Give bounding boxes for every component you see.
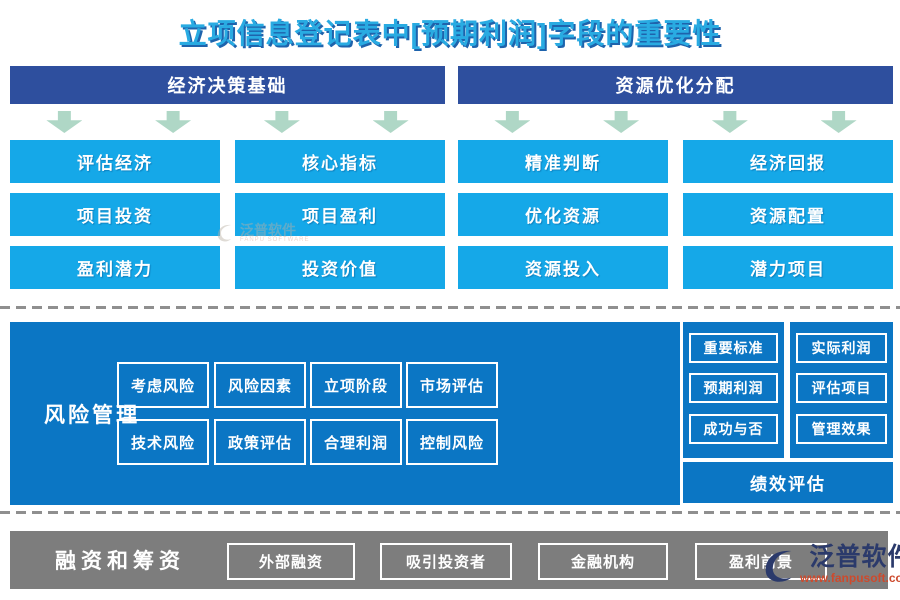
watermark-bottom-right: 泛普软件 www.fanpusoft.com — [758, 543, 900, 586]
down-arrow-icon — [820, 111, 857, 133]
decision-box: 项目投资 — [10, 193, 220, 236]
risk-box: 技术风险 — [117, 419, 209, 465]
criteria-panel-right: 实际利润 评估项目 管理效果 — [790, 322, 893, 458]
decision-box: 盈利潜力 — [10, 246, 220, 289]
financing-box: 吸引投资者 — [380, 543, 512, 580]
risk-box: 市场评估 — [406, 362, 498, 408]
performance-evaluation-bar: 绩效评估 — [683, 462, 893, 503]
resource-box: 优化资源 — [458, 193, 668, 236]
resource-box: 精准判断 — [458, 140, 668, 183]
criteria-box: 评估项目 — [796, 373, 887, 403]
down-arrow-icon — [372, 111, 409, 133]
down-arrow-icon — [711, 111, 748, 133]
arrow-row-right — [458, 111, 893, 135]
risk-box: 风险因素 — [214, 362, 306, 408]
watermark-brand-text: 泛普软件 — [809, 543, 900, 571]
header-economic-decision: 经济决策基础 — [10, 66, 445, 104]
financing-bar: 融资和筹资 外部融资 吸引投资者 金融机构 盈利前景 — [10, 531, 888, 589]
watermark-center: 泛普软件 FANPU SOFTWARE — [212, 221, 309, 245]
resource-box: 资源投入 — [458, 246, 668, 289]
criteria-box: 实际利润 — [796, 333, 887, 363]
down-arrow-icon — [155, 111, 192, 133]
risk-box: 政策评估 — [214, 419, 306, 465]
resource-box: 资源配置 — [683, 193, 893, 236]
financing-box: 外部融资 — [227, 543, 355, 580]
risk-box: 考虑风险 — [117, 362, 209, 408]
decision-box: 评估经济 — [10, 140, 220, 183]
risk-box: 立项阶段 — [310, 362, 402, 408]
risk-box: 控制风险 — [406, 419, 498, 465]
risk-management-panel: 风险管理 考虑风险 风险因素 立项阶段 市场评估 技术风险 政策评估 合理利润 … — [10, 322, 680, 505]
watermark-url-text: www.fanpusoft.com — [800, 570, 900, 585]
dashed-divider — [0, 306, 900, 309]
header-resource-allocation: 资源优化分配 — [458, 66, 893, 104]
financing-box: 金融机构 — [538, 543, 668, 580]
resource-box: 潜力项目 — [683, 246, 893, 289]
criteria-box: 管理效果 — [796, 414, 887, 444]
criteria-panel-left: 重要标准 预期利润 成功与否 — [683, 322, 784, 458]
down-arrow-icon — [494, 111, 531, 133]
dashed-divider — [0, 511, 900, 514]
decision-box: 项目盈利 — [235, 193, 445, 236]
fanpu-logo-icon — [217, 224, 231, 242]
page-title: 立项信息登记表中[预期利润]字段的重要性 — [178, 18, 722, 49]
criteria-box: 重要标准 — [689, 333, 778, 363]
risk-panel-label: 风险管理 — [44, 403, 140, 427]
decision-box: 核心指标 — [235, 140, 445, 183]
criteria-box: 预期利润 — [689, 373, 778, 403]
risk-box: 合理利润 — [310, 419, 402, 465]
down-arrow-icon — [603, 111, 640, 133]
fanpu-logo-icon — [765, 550, 792, 582]
down-arrow-icon — [46, 111, 83, 133]
down-arrow-icon — [263, 111, 300, 133]
arrow-row-left — [10, 111, 445, 135]
resource-box: 经济回报 — [683, 140, 893, 183]
financing-label: 融资和筹资 — [55, 550, 185, 573]
criteria-box: 成功与否 — [689, 414, 778, 444]
decision-box: 投资价值 — [235, 246, 445, 289]
watermark-brand-text: 泛普软件 — [240, 222, 296, 238]
watermark-brand-en: FANPU SOFTWARE — [240, 237, 310, 243]
